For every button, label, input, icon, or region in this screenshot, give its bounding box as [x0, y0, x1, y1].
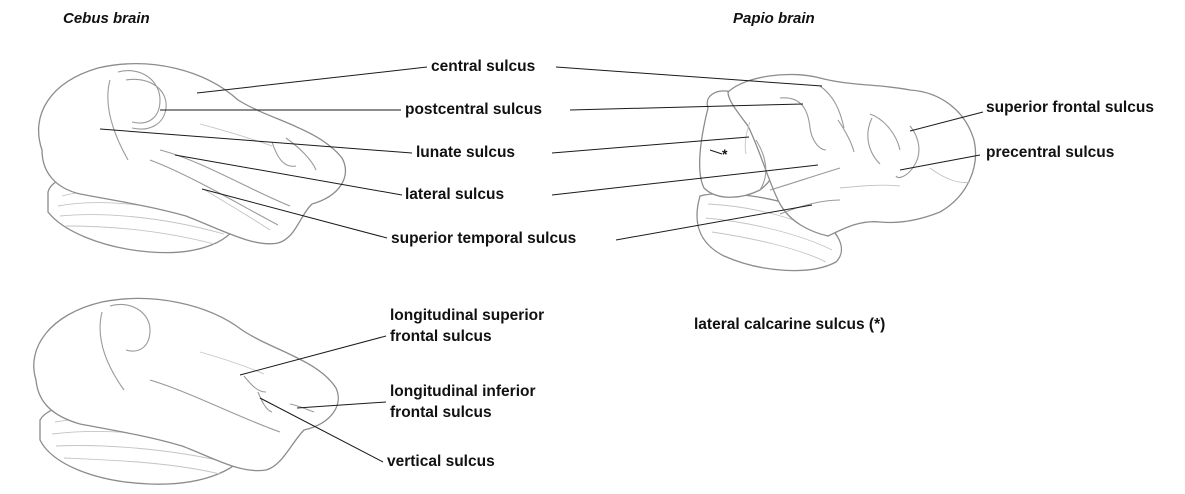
vertical-sulcus-label: vertical sulcus [387, 451, 495, 472]
longitudinal-inferior-frontal-sulcus-label: longitudinal inferior frontal sulcus [390, 381, 536, 423]
lateral-sulcus-label: lateral sulcus [405, 184, 504, 205]
papio-brain-sketch [697, 74, 976, 270]
cebus-brain-bottom-sketch [34, 298, 338, 484]
longitudinal-superior-line2: frontal sulcus [390, 326, 544, 347]
cebus-brain-title: Cebus brain [63, 10, 150, 27]
lateral-calcarine-sulcus-label: lateral calcarine sulcus (*) [694, 314, 885, 335]
postcentral-sulcus-label: postcentral sulcus [405, 99, 542, 120]
superior-frontal-sulcus-label: superior frontal sulcus [986, 97, 1154, 118]
longitudinal-superior-line1: longitudinal superior [390, 305, 544, 326]
longitudinal-inferior-line2: frontal sulcus [390, 402, 536, 423]
lateral-calcarine-star-marker: * [722, 146, 727, 162]
superior-temporal-sulcus-label: superior temporal sulcus [391, 228, 576, 249]
leader-central-sulcus-cebus [197, 67, 427, 93]
precentral-sulcus-label: precentral sulcus [986, 142, 1114, 163]
papio-brain-title: Papio brain [733, 10, 815, 27]
lunate-sulcus-label: lunate sulcus [416, 142, 515, 163]
longitudinal-superior-frontal-sulcus-label: longitudinal superior frontal sulcus [390, 305, 544, 347]
central-sulcus-label: central sulcus [431, 56, 535, 77]
longitudinal-inferior-line1: longitudinal inferior [390, 381, 536, 402]
